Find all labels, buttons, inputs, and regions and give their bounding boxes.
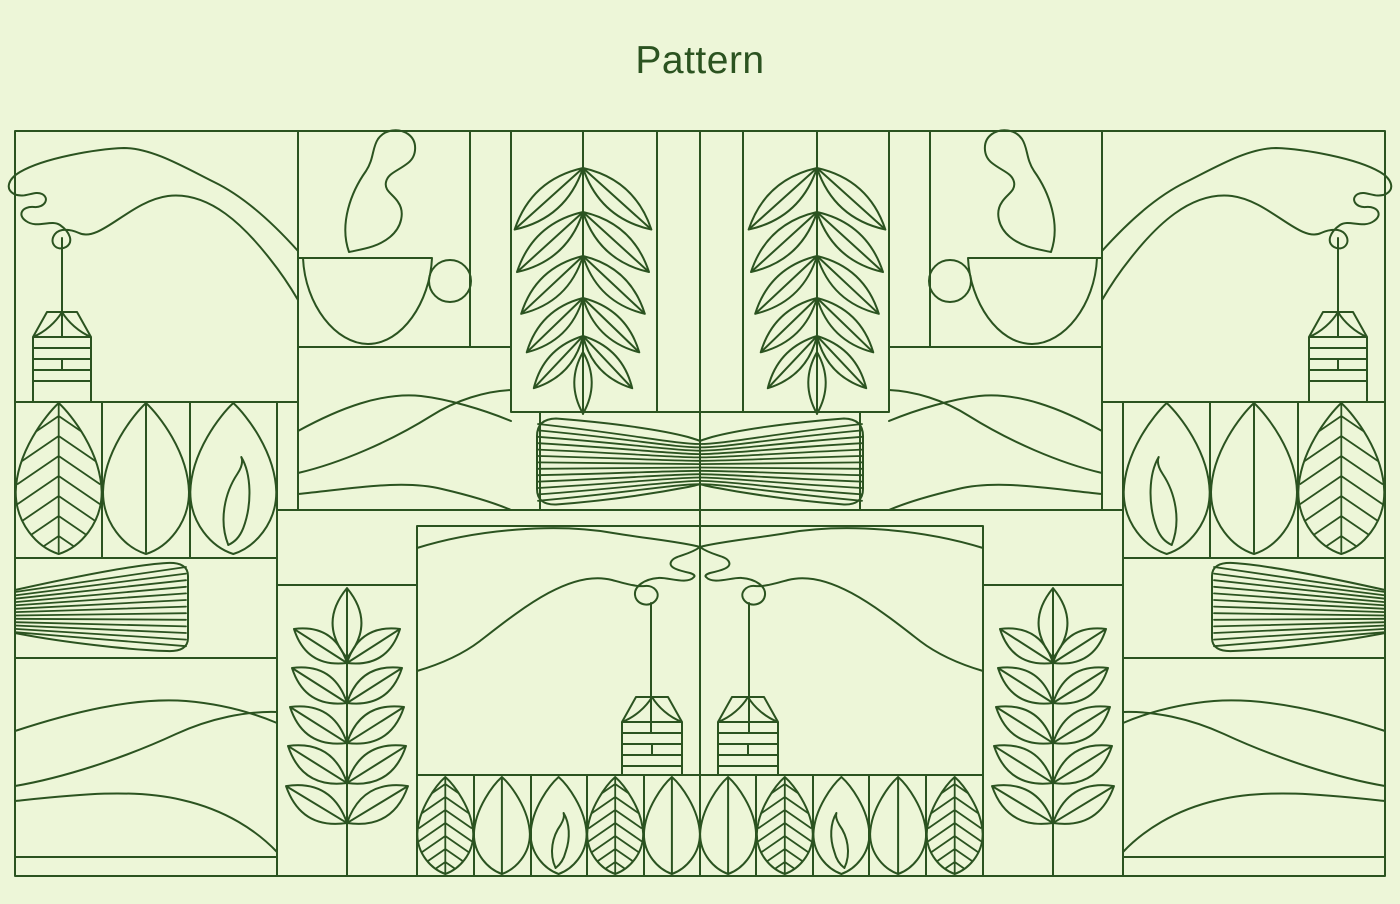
- tea-bag-center: [621, 602, 683, 776]
- tea-cup: [297, 129, 472, 345]
- leaf-row-middle-left: [16, 403, 277, 564]
- pattern-right-half-mirror: [700, 130, 1391, 880]
- bottom-leaf-row-left: [417, 777, 700, 880]
- fern-sprig: [504, 130, 662, 415]
- rolled-mat-fan-left: [14, 561, 189, 653]
- tea-bag-top-left: [32, 237, 92, 403]
- reaching-hand-center: [416, 527, 701, 776]
- page-title: Pattern: [635, 39, 765, 82]
- cup-bowl: [297, 257, 433, 345]
- hills-middle: [297, 389, 512, 511]
- hills-bottom-left: [14, 699, 278, 853]
- bow-tie-fan-left: [536, 417, 701, 506]
- pattern-left-half: [7, 129, 701, 880]
- steam: [344, 129, 417, 253]
- cup-handle: [428, 259, 472, 303]
- hand-top-left: [7, 147, 299, 403]
- leafy-branch-left: [277, 587, 417, 876]
